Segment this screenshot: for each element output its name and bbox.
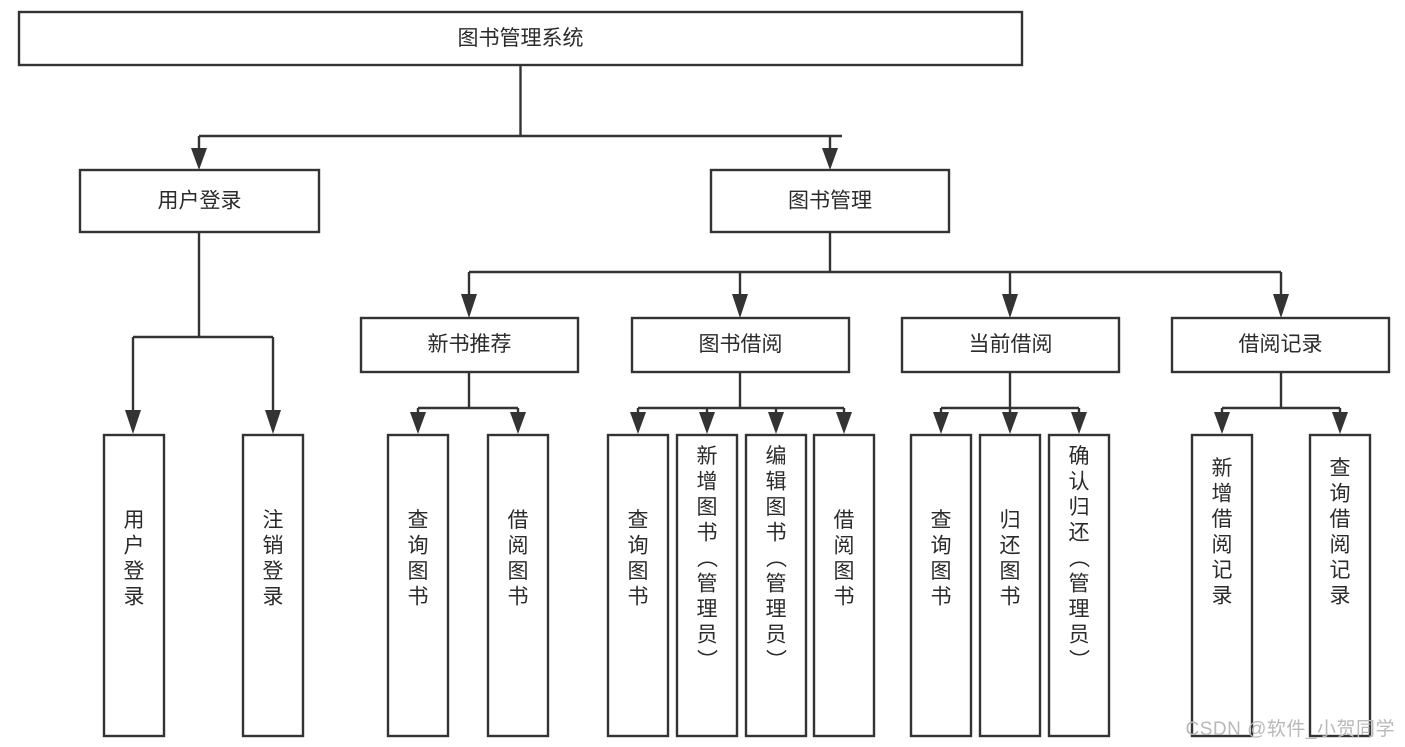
arrow-bookborrow-leaf-3	[768, 412, 784, 434]
node-borrow-record-box	[1170, 316, 1391, 374]
leaf-add-borrow-record-label: 新增借阅记录	[1212, 457, 1233, 608]
leaf-user-login-label: 用户登录	[124, 509, 145, 609]
arrow-newbook-leaf-1	[410, 412, 426, 434]
arrow-borrowrecord-leaf-2	[1332, 412, 1348, 434]
node-book-management[interactable]: 图书管理	[709, 168, 951, 234]
arrow-root-to-userlogin	[191, 148, 207, 170]
node-book-borrow-box	[630, 316, 851, 374]
node-new-book-recommend-box	[359, 316, 580, 374]
leaf-confirm-return-admin-box	[1047, 433, 1111, 738]
node-new-book-recommend[interactable]: 新书推荐	[359, 316, 580, 374]
leaf-node-logout[interactable]: 注销登录	[241, 433, 305, 738]
leaf-node-add-borrow-record[interactable]: 新增借阅记录	[1190, 433, 1254, 738]
leaf-borrow-book-box	[812, 433, 876, 738]
leaf-borrow-query-book-box	[606, 433, 670, 738]
leaf-logout-box	[241, 433, 305, 738]
leaf-query-borrow-record-label: 查询借阅记录	[1330, 457, 1351, 608]
node-borrow-record-label: 借阅记录	[1239, 333, 1323, 356]
arrow-bookmgmt-to-borrowrecord	[1273, 294, 1289, 318]
leaf-node-borrow-query-book[interactable]: 查询图书	[606, 433, 670, 738]
leaf-edit-book-admin-box	[744, 433, 808, 738]
leaf-newbook-borrow-book-label: 借阅图书	[508, 509, 529, 609]
arrow-root-to-bookmgmt	[822, 148, 838, 170]
arrow-bookborrow-leaf-1	[630, 412, 646, 434]
leaf-borrow-book-label: 借阅图书	[834, 509, 855, 609]
leaf-current-query-book-label: 查询图书	[931, 509, 952, 609]
leaf-edit-book-admin-label: 编辑图书（管理员）	[766, 445, 788, 672]
arrow-bookborrow-leaf-4	[836, 412, 852, 434]
arrow-newbook-leaf-2	[510, 412, 526, 434]
arrow-currentborrow-leaf-2	[1002, 412, 1018, 434]
arrow-currentborrow-leaf-1	[933, 412, 949, 434]
arrow-userlogin-leaf-2	[265, 410, 281, 434]
leaf-node-current-query-book[interactable]: 查询图书	[909, 433, 973, 738]
arrow-bookmgmt-to-bookborrow	[732, 294, 748, 318]
leaf-node-borrow-book[interactable]: 借阅图书	[812, 433, 876, 738]
node-current-borrow[interactable]: 当前借阅	[900, 316, 1121, 374]
arrow-userlogin-leaf-1	[125, 410, 141, 434]
leaf-add-book-admin-label: 新增图书（管理员）	[697, 445, 719, 672]
leaf-newbook-query-book-label: 查询图书	[408, 509, 429, 609]
node-current-borrow-label: 当前借阅	[969, 333, 1053, 356]
node-root-box	[17, 10, 1024, 67]
arrow-bookmgmt-to-currentborrow	[1002, 294, 1018, 318]
leaf-add-borrow-record-box	[1190, 433, 1254, 738]
leaf-node-return-book[interactable]: 归还图书	[978, 433, 1042, 738]
leaf-node-newbook-query-book[interactable]: 查询图书	[386, 433, 450, 738]
arrow-bookmgmt-to-newbook	[461, 294, 477, 318]
node-book-management-label: 图书管理	[788, 190, 872, 213]
leaf-node-confirm-return-admin[interactable]: 确认归还（管理员）	[1047, 433, 1111, 738]
leaf-node-edit-book-admin[interactable]: 编辑图书（管理员）	[744, 433, 808, 738]
leaf-newbook-query-book-box	[386, 433, 450, 738]
leaf-user-login-box	[102, 433, 166, 738]
node-book-borrow-label: 图书借阅	[699, 333, 783, 356]
node-current-borrow-box	[900, 316, 1121, 374]
leaf-current-query-book-box	[909, 433, 973, 738]
node-root-book-management-system[interactable]: 图书管理系统	[17, 10, 1024, 67]
node-user-login-label: 用户登录	[158, 190, 242, 213]
node-borrow-record[interactable]: 借阅记录	[1170, 316, 1391, 374]
leaf-node-newbook-borrow-book[interactable]: 借阅图书	[486, 433, 550, 738]
leaf-borrow-query-book-label: 查询图书	[628, 509, 649, 609]
node-book-management-box	[709, 168, 951, 234]
connector-group	[125, 65, 1348, 434]
leaf-add-book-admin-box	[675, 433, 739, 738]
leaf-logout-label: 注销登录	[263, 509, 284, 609]
arrow-bookborrow-leaf-2	[699, 412, 715, 434]
arrow-currentborrow-leaf-3	[1071, 412, 1087, 434]
leaf-node-user-login-action[interactable]: 用户登录	[102, 433, 166, 738]
leaf-newbook-borrow-book-box	[486, 433, 550, 738]
leaf-node-query-borrow-record[interactable]: 查询借阅记录	[1308, 433, 1372, 738]
node-root-label: 图书管理系统	[458, 27, 584, 50]
node-user-login[interactable]: 用户登录	[78, 168, 321, 234]
leaf-return-book-label: 归还图书	[1000, 509, 1021, 609]
leaf-node-add-book-admin[interactable]: 新增图书（管理员）	[675, 433, 739, 738]
node-new-book-recommend-label: 新书推荐	[428, 333, 512, 356]
node-book-borrow[interactable]: 图书借阅	[630, 316, 851, 374]
leaf-query-borrow-record-box	[1308, 433, 1372, 738]
leaf-confirm-return-admin-label: 确认归还（管理员）	[1069, 445, 1091, 672]
node-user-login-box	[78, 168, 321, 234]
leaf-return-book-box	[978, 433, 1042, 738]
arrow-borrowrecord-leaf-1	[1214, 412, 1230, 434]
